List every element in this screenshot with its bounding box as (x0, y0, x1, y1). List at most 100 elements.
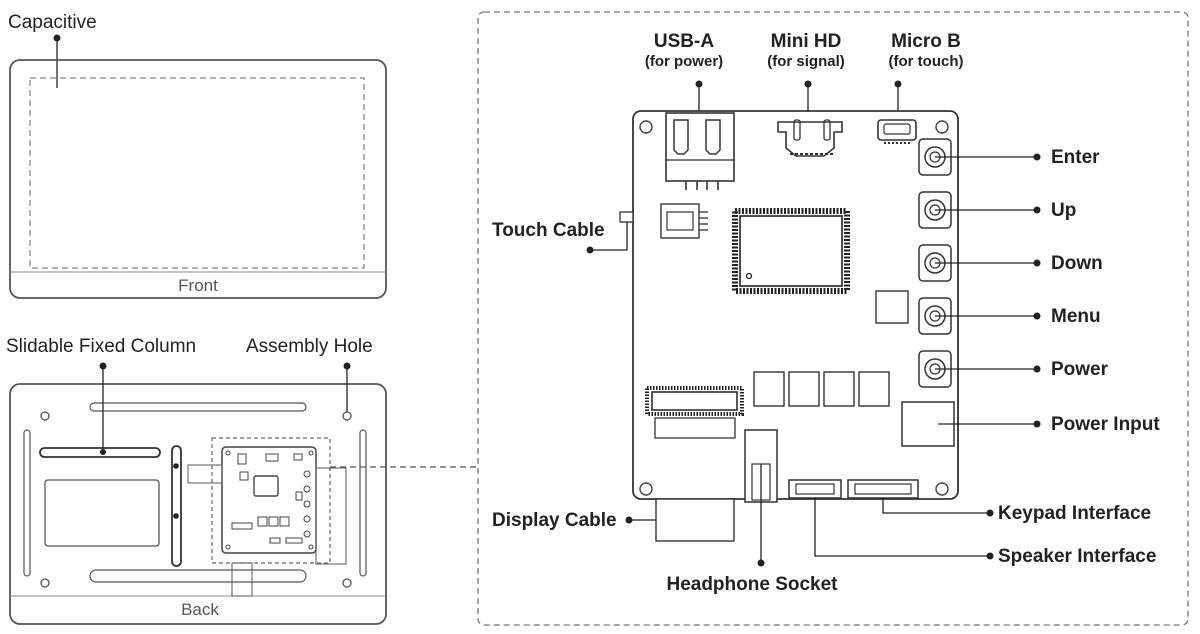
mini-hd-label: Mini HD (771, 31, 842, 52)
top-slot (89, 402, 307, 412)
up-label: Up (1051, 200, 1076, 221)
front-panel-outline (9, 59, 387, 299)
usb-a-contact-left (673, 119, 689, 155)
back-pcb-cap-3 (279, 516, 290, 527)
front-face-label: Front (178, 276, 218, 295)
down-label: Down (1051, 253, 1103, 274)
board-hole-tr (935, 120, 949, 134)
back-pcb-hdmi (265, 453, 279, 462)
inner-panel (44, 479, 160, 547)
back-pcb-fpc (231, 522, 253, 530)
usb-a-leader-dot (695, 80, 703, 88)
front-view: Capacitive Front (8, 12, 387, 299)
board-hole-br (935, 482, 949, 496)
headphone-socket-label: Headphone Socket (666, 574, 838, 595)
vertical-column-pin-bottom (173, 513, 179, 519)
power-input-label: Power Input (1051, 414, 1160, 435)
power-label: Power (1051, 359, 1109, 380)
keypad-connector (847, 479, 919, 499)
corner-hole-bl (40, 578, 50, 588)
back-pcb-hole-tl (225, 450, 231, 456)
headphone-leader-dot (757, 559, 765, 567)
keypad-leader (882, 498, 990, 514)
touch-cable-end (619, 211, 634, 223)
micro-b-socket (883, 123, 911, 135)
speaker-interface-label: Speaker Interface (998, 546, 1156, 567)
enter-leader-dot (1033, 153, 1041, 161)
mini-hd-note: (for signal) (767, 53, 845, 70)
back-pcb-cable (187, 464, 223, 484)
board-hole-tl (639, 120, 653, 134)
display-fpc-connector (651, 391, 738, 411)
back-pcb-touch-conn (239, 471, 249, 481)
down-leader-dot (1033, 259, 1041, 267)
capacitor-2 (788, 371, 820, 407)
power-input-leader-dot (1033, 420, 1041, 428)
menu-leader-dot (1033, 312, 1041, 320)
right-slot (359, 429, 367, 577)
back-pcb-dashed-region (211, 437, 331, 564)
back-view: Slidable Fixed Column Assembly Hole Back (6, 336, 387, 625)
back-pcb-chip (253, 475, 279, 497)
touch-cable-label: Touch Cable (492, 220, 605, 241)
back-pcb-speaker (269, 537, 281, 544)
vertical-fixed-column (171, 445, 182, 567)
back-face-label: Back (181, 600, 219, 619)
detail-dashed-frame (477, 11, 1189, 626)
board-detail: USB-A (for power) Mini HD (for signal) M… (477, 11, 1189, 626)
power-leader-dot (1033, 365, 1041, 373)
usb-a-note: (for power) (645, 53, 723, 70)
usb-a-contact-right (705, 119, 721, 155)
back-pcb-bracket (315, 467, 347, 565)
micro-b-port (877, 119, 917, 141)
display-cable-label: Display Cable (492, 510, 617, 531)
processor-chip (739, 215, 843, 287)
touch-cable-leader (590, 222, 628, 251)
keypad-connector-socket (854, 483, 912, 495)
slidable-leader-dot (99, 362, 107, 370)
menu-label: Menu (1051, 306, 1101, 327)
up-leader-dot (1033, 206, 1041, 214)
back-pcb-cap-1 (257, 516, 268, 527)
usb-a-port (665, 112, 735, 182)
slidable-column-label: Slidable Fixed Column (6, 336, 196, 357)
capacitor-1 (753, 371, 785, 407)
back-pcb-small-ic (295, 491, 303, 501)
enter-label: Enter (1051, 147, 1100, 168)
back-pcb-cap-2 (268, 516, 279, 527)
display-fpc-latch (654, 417, 736, 439)
back-pcb-usb (237, 453, 247, 465)
back-pcb-btn-5 (303, 530, 311, 538)
keypad-leader-dot (986, 509, 994, 517)
speaker-connector (788, 479, 842, 499)
mini-hd-tab-right (823, 119, 831, 141)
keypad-interface-label: Keypad Interface (998, 503, 1151, 524)
corner-hole-br (342, 578, 352, 588)
back-pcb-microb (293, 453, 303, 461)
capacitor-4 (858, 371, 890, 407)
micro-b-label: Micro B (891, 31, 961, 52)
touch-cable-leader-dot (586, 246, 594, 254)
small-square-chip (875, 290, 909, 324)
speaker-leader-dot (986, 552, 994, 560)
back-pcb-hole-br (308, 544, 314, 550)
capacitor-3 (823, 371, 855, 407)
vertical-column-pin-top (173, 463, 179, 469)
corner-hole-tl (40, 411, 50, 421)
back-pcb-keypad (285, 537, 303, 544)
left-slot (23, 429, 31, 577)
capacitive-leader-dot (53, 34, 61, 42)
back-pcb-btn-4 (303, 515, 311, 523)
horizontal-fixed-column (39, 447, 161, 458)
mini-hd-tab-left (793, 119, 801, 141)
bottom-slot (89, 569, 307, 583)
micro-b-leader-dot (894, 80, 902, 88)
back-panel-outline (9, 383, 387, 625)
assembly-hole-label: Assembly Hole (246, 336, 373, 357)
back-pcb-btn-1 (303, 470, 311, 478)
display-cable (655, 498, 735, 542)
processor-pin1-marker (745, 272, 753, 280)
back-pcb-btn-3 (303, 500, 311, 508)
back-pcb-hole-bl (225, 544, 231, 550)
